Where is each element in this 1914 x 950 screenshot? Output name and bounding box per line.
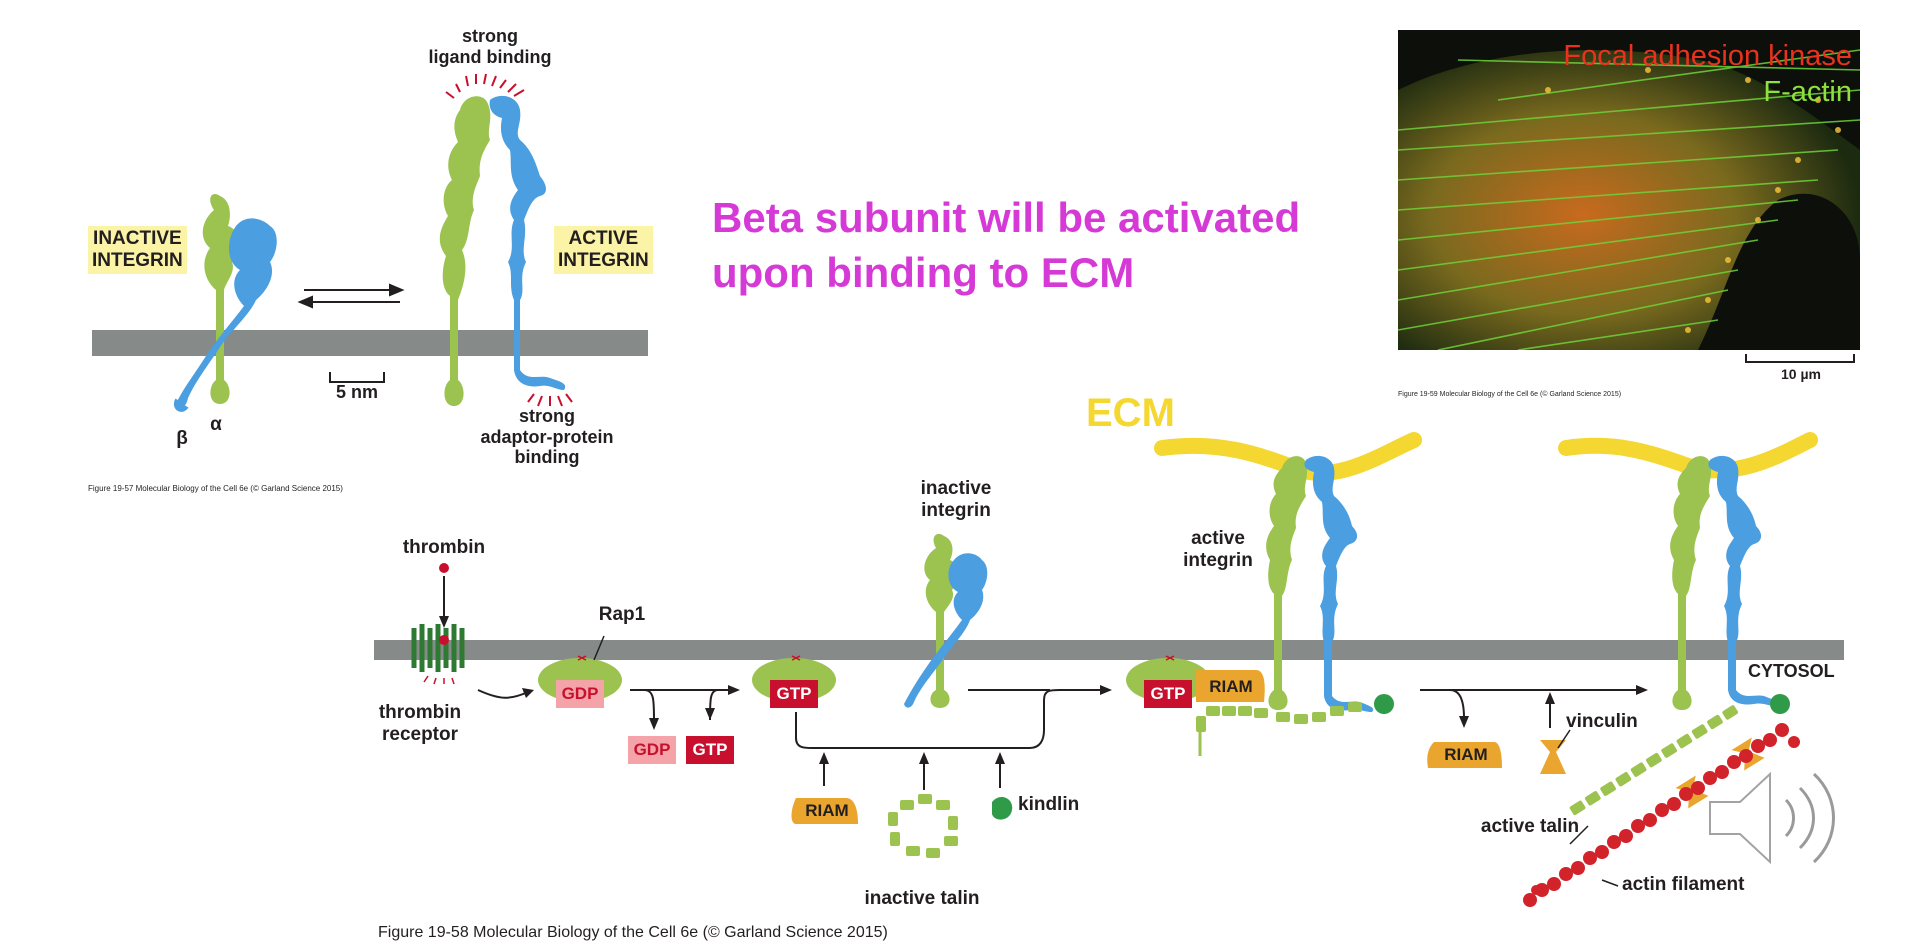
fak-label: Focal adhesion kinase	[1563, 40, 1852, 72]
gtp-box-label-2: GTP	[1150, 684, 1186, 703]
actin-filament-shape	[1523, 723, 1800, 907]
alpha-label: α	[210, 414, 222, 435]
scale-label-5nm: 5 nm	[335, 382, 378, 402]
figure-19-58-caption: Figure 19-58 Molecular Biology of the Ce…	[378, 924, 888, 941]
rap1-label: Rap1	[598, 604, 646, 625]
rap1-gdp-shape	[538, 658, 622, 708]
inactive-integrin-tag: INACTIVE INTEGRIN	[88, 226, 187, 274]
active-integrin-shape	[439, 95, 566, 407]
free-gdp-box	[628, 736, 676, 764]
vinculin-shape	[1540, 740, 1566, 774]
free-gdp-label: GDP	[633, 740, 671, 759]
heading-line-2: upon binding to ECM	[712, 249, 1135, 297]
pathway-membrane	[374, 640, 1844, 660]
active-integrin-tag: ACTIVE INTEGRIN	[554, 226, 653, 274]
active-integrin-pathway-2	[1670, 455, 1790, 714]
riam-released-label: RIAM	[1444, 745, 1488, 764]
gtp-box-label: GTP	[776, 684, 812, 703]
figure-19-59-caption: Figure 19-59 Molecular Biology of the Ce…	[1398, 391, 1622, 398]
ecm-label: ECM	[1086, 391, 1175, 435]
inactive-integrin-shape	[174, 193, 277, 412]
micrograph-scale-label: 10 µm	[1781, 366, 1821, 382]
actin-filament-label: actin filament	[1622, 874, 1745, 895]
thrombin-label: thrombin	[402, 537, 486, 558]
factin-label: F-actin	[1763, 76, 1852, 108]
active-talin-chain	[1569, 705, 1739, 816]
inactive-talin-label: inactive talin	[864, 888, 980, 909]
gdp-box-label: GDP	[561, 684, 599, 703]
micrograph-scale-bar	[1745, 354, 1855, 363]
micrograph-figure: Focal adhesion kinase F-actin	[1398, 30, 1860, 350]
free-gtp-box	[686, 736, 734, 764]
integrin-states-drawing	[92, 73, 648, 412]
riam-free-shape	[791, 798, 858, 824]
thrombin-dot	[439, 563, 449, 573]
ligand-binding-rays	[445, 73, 525, 99]
adaptor-binding-rays	[527, 393, 573, 407]
adaptor-binding-label: strong adaptor-protein binding	[480, 406, 614, 468]
active-integrin-pathway-1	[1266, 455, 1394, 714]
riam-bound-label: RIAM	[1209, 677, 1253, 696]
kindlin-label: kindlin	[1018, 794, 1080, 815]
riam-free-label: RIAM	[805, 801, 849, 820]
rap1-gtp-shape	[752, 658, 836, 708]
equilibrium-arrows	[297, 283, 405, 309]
active-talin-label: active talin	[1480, 816, 1580, 837]
free-gtp-label: GTP	[692, 740, 728, 759]
thrombin-receptor-label: thrombin receptor	[378, 702, 462, 745]
micrograph-image	[1398, 30, 1860, 350]
ligand-binding-label: strong ligand binding	[428, 26, 552, 67]
figure-19-57-caption: Figure 19-57 Molecular Biology of the Ce…	[88, 484, 343, 493]
riam-released-shape	[1427, 742, 1502, 768]
inactive-integrin-label: inactive integrin	[920, 478, 992, 521]
rap1-gtp-riam-shape	[1126, 658, 1265, 708]
cytosol-label: CYTOSOL	[1748, 661, 1835, 681]
kindlin-shape	[992, 796, 1013, 820]
inactive-integrin-pathway	[904, 533, 988, 708]
heading-line-1: Beta subunit will be activated	[712, 194, 1301, 241]
membrane-bar	[92, 330, 648, 356]
speaker-icon[interactable]	[1706, 754, 1856, 884]
scale-bar	[329, 372, 385, 383]
vinculin-label: vinculin	[1566, 711, 1638, 732]
active-integrin-label: active integrin	[1183, 528, 1253, 571]
inactive-talin-ring	[888, 794, 958, 858]
thrombin-receptor-shape	[411, 624, 465, 685]
integrin-states-figure: strong ligand binding INACTIVE INTEGRIN …	[0, 0, 680, 500]
talin-chain-1	[1196, 702, 1362, 732]
beta-label: β	[176, 428, 188, 449]
slide-heading: Beta subunit will be activated upon bind…	[712, 190, 1300, 301]
